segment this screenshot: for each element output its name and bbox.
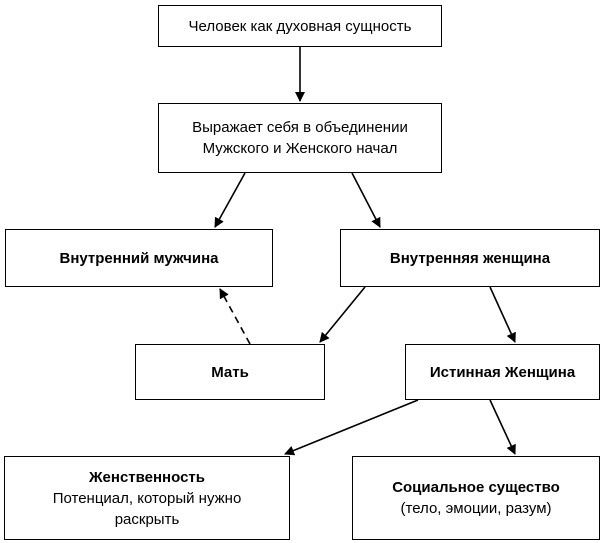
- arrow-inner-woman-to-true-woman: [489, 286, 516, 343]
- arrow-mother-to-inner-man-dashed: [219, 288, 251, 345]
- node-inner-man-label: Внутренний мужчина: [59, 249, 219, 267]
- arrow-true-woman-to-social: [489, 399, 516, 455]
- node-social-being: Социальное существо (тело, эмоции, разум…: [352, 456, 600, 540]
- node-social-being-line1: (тело, эмоции, разум): [400, 500, 552, 517]
- node-inner-man: Внутренний мужчина: [5, 229, 273, 287]
- node-mother: Мать: [135, 344, 325, 400]
- node-true-woman: Истинная Женщина: [405, 344, 600, 400]
- arrow-inner-woman-to-mother: [319, 286, 366, 343]
- arrow-true-woman-to-femininity: [284, 399, 419, 456]
- node-femininity: Женственность Потенциал, который нужно р…: [4, 456, 290, 540]
- node-femininity-title: Женственность: [88, 468, 205, 486]
- node-inner-woman-label: Внутренняя женщина: [389, 249, 551, 267]
- node-mother-label: Мать: [211, 363, 249, 381]
- node-femininity-line1: Потенциал, который нужно: [52, 489, 242, 507]
- node-true-woman-label: Истинная Женщина: [429, 363, 576, 381]
- node-spiritual-essence: Человек как духовная сущность: [158, 5, 442, 47]
- node-expresses-union: Выражает себя в объединении Мужского и Ж…: [158, 103, 442, 173]
- node-social-being-title: Социальное существо: [392, 479, 560, 496]
- arrow-expresses-to-inner-woman: [351, 172, 381, 228]
- arrow-expresses-to-inner-man: [214, 172, 246, 228]
- node-spiritual-essence-label: Человек как духовная сущность: [188, 17, 412, 35]
- node-femininity-line2: раскрыть: [114, 510, 180, 528]
- node-inner-woman: Внутренняя женщина: [340, 229, 600, 287]
- node-expresses-union-line1: Выражает себя в объединении: [192, 119, 408, 136]
- node-expresses-union-line2: Мужского и Женского начал: [202, 140, 398, 157]
